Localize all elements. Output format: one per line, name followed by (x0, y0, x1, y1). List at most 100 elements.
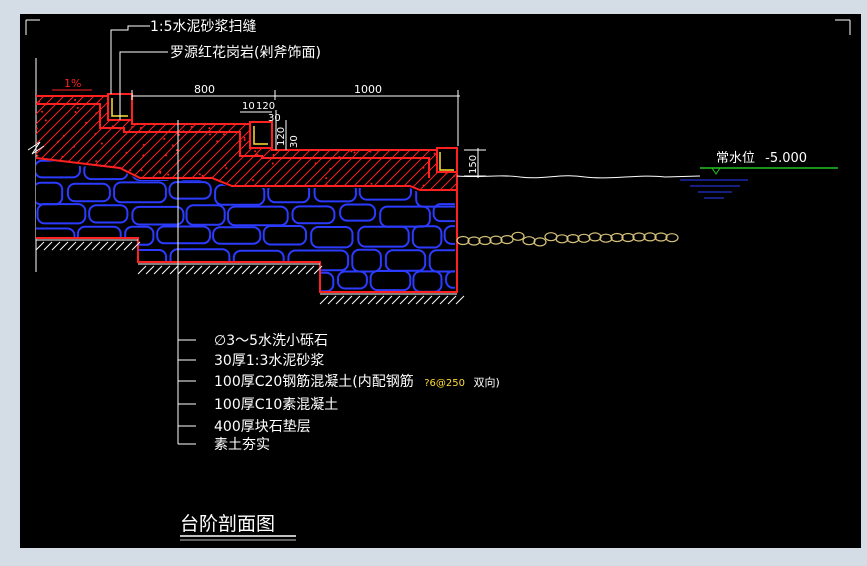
soil-hatch-line (107, 241, 117, 251)
soil-hatch-line (83, 241, 93, 251)
soil-hatch-line (225, 265, 235, 275)
aggregate-dot (100, 142, 103, 145)
soil-hatch-line (391, 295, 401, 305)
aggregate-dot (216, 140, 219, 143)
soil-hatch-line (169, 265, 179, 275)
aggregate-dot (329, 167, 332, 170)
hatch-line (409, 96, 457, 190)
soil-hatch-line (99, 241, 109, 251)
soil-hatch-line (407, 295, 417, 305)
aggregate-dot (38, 100, 41, 103)
aggregate-dot (452, 175, 455, 178)
soil-hatch-line (359, 295, 369, 305)
gravel-stone (566, 234, 580, 244)
soil-hatch-line (75, 241, 85, 251)
soil-hatch-line (265, 265, 275, 275)
aggregate-dot (74, 111, 77, 113)
aggregate-dot (167, 173, 170, 176)
soil-hatch-line (335, 295, 345, 305)
aggregate-dot (129, 169, 132, 172)
aggregate-dot (74, 99, 77, 101)
layer-rc-concrete-text: 100厚C20钢筋混凝土(内配钢筋 (214, 373, 414, 390)
aggregate-dot (131, 126, 134, 129)
aggregate-dot (142, 143, 145, 146)
rubble-stone (411, 225, 443, 249)
hatch-line (429, 96, 457, 190)
soil-hatch-line (217, 265, 227, 275)
soil-hatch-line (289, 265, 299, 275)
layer-rubble-bed: 400厚块石垫层 (214, 419, 311, 435)
layer-gravel: ∅3～5水洗小砾石 (214, 333, 328, 349)
aggregate-dot (271, 162, 274, 165)
aggregate-dot (252, 179, 254, 182)
hatch-line (36, 96, 81, 190)
aggregate-dot (159, 171, 162, 174)
dimension-texts: 800 1000 10 120 30 120 30 150 (194, 83, 479, 174)
soil-hatch-line (153, 265, 163, 275)
soil-hatch-line (161, 265, 171, 275)
hatch-line (36, 96, 61, 190)
dim-150: 150 (468, 155, 479, 174)
soil-hatch-line (115, 241, 125, 251)
aggregate-dot (171, 144, 174, 147)
layer-rc-rebar-spec: ?6@250 (424, 378, 465, 389)
layer-mortar: 30厚1:3水泥砂浆 (214, 353, 324, 369)
aggregate-dot (44, 119, 47, 122)
soil-hatch-line (233, 265, 243, 275)
soil-hatch-line (201, 265, 211, 275)
layer-list: ∅3～5水洗小砾石 30厚1:3水泥砂浆 100厚C20钢筋混凝土(内配钢筋 ?… (214, 333, 500, 453)
soil-hatch-line (351, 295, 361, 305)
aggregate-dot (254, 150, 257, 153)
aggregate-dot (139, 127, 142, 129)
soil-hatch-line (35, 241, 45, 251)
soil-hatch-line (423, 295, 433, 305)
soil-hatch-line (273, 265, 283, 275)
layer-plain-concrete: 100厚C10素混凝土 (214, 397, 338, 413)
aggregate-dot (422, 184, 425, 187)
aggregate-dot (36, 154, 39, 157)
hatch-line (0, 90, 10, 200)
dim-120-a: 120 (256, 101, 275, 112)
aggregate-dot (243, 138, 246, 141)
rubble-stone (351, 248, 382, 273)
rubble-stone (185, 204, 226, 226)
soil-hatch-line (415, 295, 425, 305)
soil-hatch-line (375, 295, 385, 305)
soil-hatch-line (447, 295, 457, 305)
gravel-stone (467, 236, 481, 246)
aggregate-dot (165, 154, 168, 157)
rubble-stone (124, 225, 155, 246)
rubble-stone (369, 270, 412, 292)
rubble-stone (339, 203, 377, 222)
rubble-stone (88, 204, 129, 224)
rubble-stone (443, 225, 455, 245)
callout-mortar-joint: 1:5水泥砂浆扫缝 (150, 19, 257, 35)
water-level-label: 常水位 -5.000 (716, 151, 807, 166)
aggregate-dot (142, 154, 145, 157)
dim-30-b: 30 (289, 135, 300, 148)
hatch-line (36, 96, 91, 190)
dim-120-b: 120 (276, 127, 287, 146)
aggregate-dot (198, 173, 201, 176)
hatch-line (0, 90, 20, 200)
aggregate-dot (178, 133, 181, 136)
callout-granite-face: 罗源红花岗岩(剁斧饰面) (170, 45, 321, 61)
soil-hatch-line (123, 241, 133, 251)
aggregate-dot (209, 133, 211, 136)
gravel-stone (555, 234, 569, 244)
gravel-stone (489, 235, 503, 245)
soil-hatch-line (51, 241, 61, 251)
hatch-line (36, 96, 101, 190)
soil-hatch-line (137, 265, 147, 275)
gravel-stone (522, 236, 536, 246)
soil-hatch-line (455, 295, 465, 305)
mortar-joints (111, 98, 454, 171)
rubble-stone (310, 226, 354, 249)
aggregate-dot (36, 127, 38, 130)
soil-hatch-line (193, 265, 203, 275)
rubble-stone (262, 225, 308, 246)
aggregate-dot (175, 149, 178, 152)
rubble-stone (168, 181, 212, 200)
